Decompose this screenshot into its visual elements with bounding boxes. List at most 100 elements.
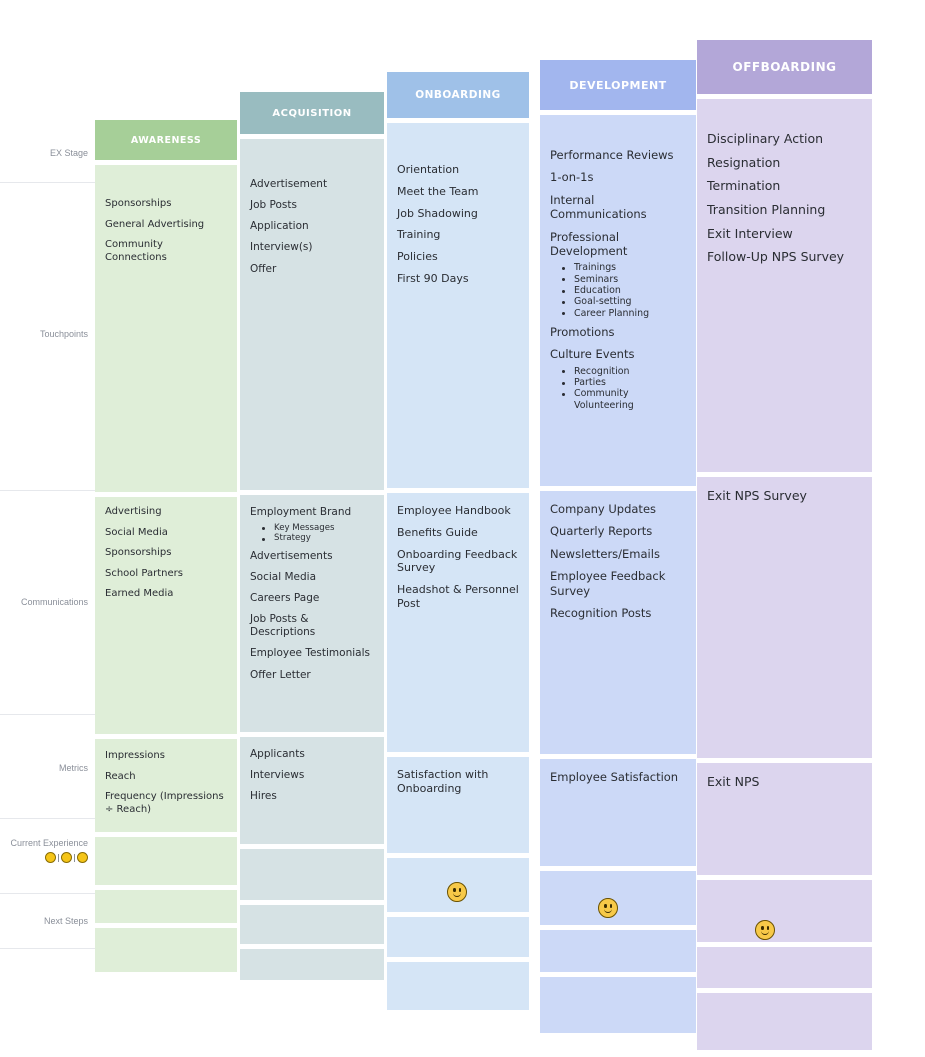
stage-header: ACQUISITION	[240, 92, 384, 134]
metrics-item: Hires	[250, 790, 277, 803]
touchpoints-item: Termination	[707, 178, 781, 194]
smile-icon	[447, 882, 467, 902]
smile-mouth	[604, 908, 612, 913]
smile-mouth	[453, 892, 461, 897]
metrics-item: Satisfaction with Onboarding	[397, 768, 489, 795]
touchpoints-item: Offer	[250, 262, 277, 275]
touchpoints-item: Job Posts	[250, 199, 297, 212]
metrics-item: Employee Satisfaction	[550, 770, 679, 784]
touchpoints-item: Culture Events	[550, 347, 635, 362]
sub-item: Strategy	[262, 533, 374, 543]
cell-separator	[240, 732, 384, 737]
touchpoints-item: Disciplinary Action	[707, 131, 824, 146]
cell-separator	[387, 488, 529, 493]
cell-separator	[240, 134, 384, 139]
communications-cell: Exit NPS Survey	[697, 488, 872, 754]
cell-separator	[387, 957, 529, 962]
cell-separator	[540, 486, 696, 491]
sub-item: Goal-setting	[562, 296, 686, 307]
communications-item: Employment Brand	[250, 506, 352, 518]
sad-icon	[45, 852, 56, 864]
neutral-icon	[61, 852, 72, 864]
touchpoints-item: Internal Communications	[550, 192, 647, 222]
stage-header: ONBOARDING	[387, 72, 529, 118]
cell-separator	[387, 853, 529, 858]
sub-item: Trainings	[562, 262, 686, 273]
sub-item: Education	[562, 285, 686, 296]
metrics-cell: Employee Satisfaction	[540, 770, 696, 862]
communications-item: Exit NPS Survey	[707, 488, 807, 503]
metrics-item: Interviews	[250, 769, 305, 782]
row-divider	[0, 948, 98, 949]
cell-separator	[387, 912, 529, 917]
communications-item: Offer Letter	[250, 668, 311, 681]
touchpoints-item: Performance Reviews	[550, 148, 674, 162]
communications-item: Careers Page	[250, 592, 320, 605]
smile-icon	[755, 920, 775, 940]
touchpoints-item: 1-on-1s	[550, 170, 594, 185]
stage-header: OFFBOARDING	[697, 40, 872, 94]
touchpoints-item: Professional Development	[550, 229, 628, 258]
sub-item: Key Messages	[262, 523, 374, 533]
communications-item: Earned Media	[105, 588, 174, 599]
touchpoints-item: Sponsorships	[105, 198, 172, 209]
touchpoints-item: Follow-Up NPS Survey	[707, 249, 845, 265]
communications-item: Headshot & Personnel Post	[397, 583, 519, 610]
row-label-text: Current Experience	[10, 838, 88, 848]
cell-separator	[540, 866, 696, 871]
touchpoints-item: General Advertising	[105, 218, 205, 230]
metrics-item: Frequency (Impressions ÷ Reach)	[105, 791, 224, 815]
smile-mouth	[761, 930, 769, 935]
metrics-cell: Satisfaction with Onboarding	[387, 768, 529, 849]
row-divider	[0, 714, 98, 715]
communications-item: Employee Handbook	[397, 504, 511, 517]
cell-separator	[540, 754, 696, 759]
cell-separator	[387, 752, 529, 757]
communications-item: Newsletters/Emails	[550, 546, 660, 561]
cell-separator	[540, 925, 696, 930]
cell-separator	[540, 110, 696, 115]
scale-separator	[74, 853, 75, 862]
cell-separator	[95, 923, 237, 928]
communications-item: Recognition Posts	[550, 605, 652, 620]
row-label-metrics: Metrics	[0, 763, 88, 774]
touchpoints-item: Transition Planning	[707, 201, 826, 217]
communications-item: Onboarding Feedback Survey	[397, 547, 518, 575]
row-label-text: Touchpoints	[39, 329, 88, 339]
cell-separator	[95, 885, 237, 890]
touchpoints-item: Promotions	[550, 324, 615, 339]
communications-item: Social Media	[105, 526, 168, 538]
row-label-ex-stage: EX Stage	[0, 148, 88, 159]
communications-item: Quarterly Reports	[550, 524, 653, 539]
cell-separator	[95, 160, 237, 165]
stage-header: AWARENESS	[95, 120, 237, 160]
happy-icon	[77, 852, 88, 864]
metrics-item: Impressions	[105, 750, 165, 761]
smile-icon	[598, 898, 618, 918]
cell-separator	[697, 472, 872, 477]
metrics-item: Reach	[105, 770, 136, 782]
metrics-item: Exit NPS	[707, 774, 760, 789]
row-label-current-experience: Current Experience	[0, 838, 88, 864]
stage-header: DEVELOPMENT	[540, 60, 696, 110]
row-label-text: Communications	[20, 597, 88, 607]
touchpoints-item: Job Shadowing	[397, 206, 478, 220]
row-label-text: EX Stage	[49, 148, 88, 158]
touchpoints-item: Exit Interview	[707, 225, 793, 241]
touchpoints-item: Training	[397, 228, 441, 242]
experience-scale	[0, 852, 88, 864]
cell-separator	[240, 944, 384, 949]
communications-item: Company Updates	[550, 502, 657, 516]
communications-item: Social Media	[250, 570, 317, 583]
row-label-text: Metrics	[59, 763, 88, 773]
cell-separator	[697, 758, 872, 763]
